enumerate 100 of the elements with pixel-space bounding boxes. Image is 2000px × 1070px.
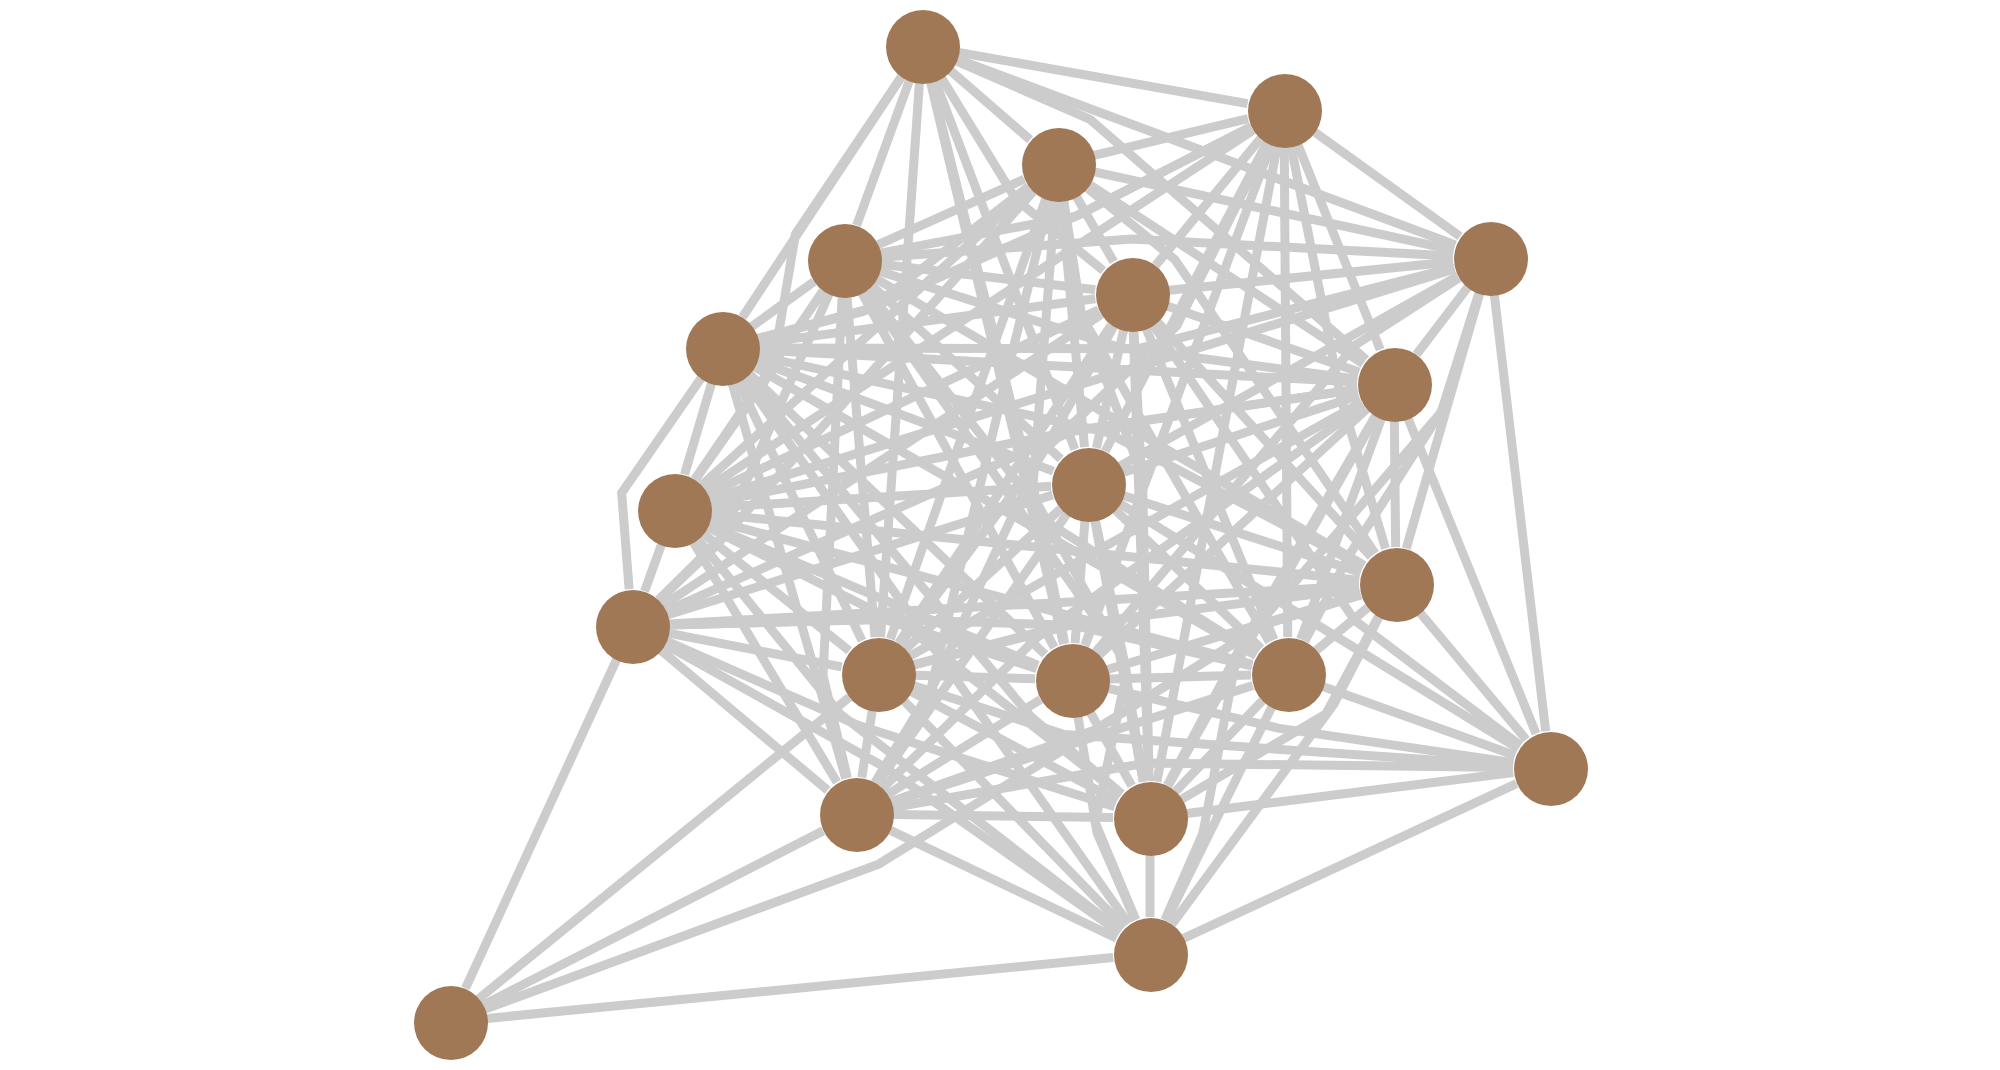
connector-line [1149, 322, 1524, 750]
connector-line [914, 670, 1036, 684]
connector-line [702, 126, 1256, 494]
connector-line [1489, 294, 1551, 732]
connector-line [879, 401, 1367, 792]
connector-line [1121, 391, 1361, 477]
connector-line [691, 288, 827, 482]
connector-line [486, 953, 1114, 1023]
connector-line [873, 511, 1071, 787]
connector-line [908, 687, 1120, 805]
connector-line [1389, 420, 1401, 548]
connector-line [1152, 145, 1282, 783]
connector-line [894, 322, 1116, 646]
connector-line [1056, 200, 1090, 448]
connector-line [1090, 519, 1140, 922]
connector-line [886, 197, 1050, 641]
connector-line [1152, 135, 1264, 269]
connector-line [689, 539, 841, 785]
connector-line [739, 375, 1133, 927]
connector-line [733, 379, 867, 643]
connector-line [1286, 145, 1390, 550]
connector-line [738, 74, 906, 320]
connector-line [657, 646, 831, 794]
connector-line [880, 234, 1454, 262]
connector-line [1086, 710, 1136, 788]
connector-line [617, 375, 705, 590]
connector-line [1091, 329, 1129, 449]
connector-line [1165, 301, 1361, 377]
connector-line [900, 697, 1128, 931]
connector-line [1093, 167, 1455, 255]
connector-line [1096, 405, 1370, 659]
connector-line [710, 481, 1052, 513]
connector-line [1028, 200, 1070, 645]
connector-line [937, 75, 1107, 275]
connector-line [727, 382, 851, 780]
connector-line [926, 80, 1068, 646]
connector-line [1141, 326, 1279, 642]
connector-line [908, 398, 1364, 660]
connector-line [1403, 416, 1541, 736]
connector-line [955, 54, 1457, 250]
connector-line [1070, 520, 1090, 644]
connector-line [876, 82, 924, 638]
connector-line [852, 79, 914, 227]
connector-line [1108, 670, 1252, 684]
connector-line [660, 310, 1104, 610]
connector-line [857, 709, 877, 779]
connector-line [818, 296, 852, 780]
connector-line [640, 543, 666, 593]
connector-line [875, 175, 1027, 249]
connector-line [1181, 779, 1519, 943]
connector-line [902, 505, 1064, 653]
connector-line [708, 264, 1456, 504]
connector-line [892, 810, 1114, 822]
connector-line [1168, 257, 1454, 295]
connector-line [480, 826, 826, 1010]
connector-line [1121, 491, 1363, 577]
connector-line [1279, 146, 1293, 638]
connector-line [1083, 183, 1379, 556]
connector-line [680, 382, 716, 476]
connector-line [666, 490, 1054, 620]
connector-line [1073, 715, 1140, 922]
connector-line [1145, 855, 1155, 917]
connector-line [857, 290, 1059, 650]
connector-line [1321, 682, 1517, 760]
connector-line [1080, 143, 1276, 647]
connector-line [664, 636, 1117, 812]
connector-line [947, 66, 1033, 144]
connector-line [842, 296, 880, 638]
connector-line [1117, 499, 1521, 753]
connector-line [667, 628, 843, 672]
connector-line [871, 324, 1118, 785]
connector-line [1313, 604, 1371, 654]
connector-line [1092, 114, 1250, 160]
connector-line [1172, 697, 1266, 795]
connector-line [1153, 318, 1375, 560]
connector-line [1111, 506, 1265, 652]
connector-line [461, 657, 621, 991]
connector-line [751, 362, 1259, 660]
connector-line [887, 825, 1119, 943]
connector-line [1072, 193, 1118, 265]
connector-line [700, 529, 852, 655]
connector-line [1186, 768, 1514, 818]
connector-line [745, 370, 1049, 658]
connector-line [1401, 292, 1485, 550]
connector-line [705, 305, 1101, 499]
connector-line [957, 48, 1249, 108]
connector-line [877, 266, 1358, 384]
connector-line [880, 259, 1096, 295]
connector-line [1118, 272, 1460, 470]
connector-line [868, 281, 1064, 463]
connector-line [758, 294, 1096, 348]
connector-line [1293, 142, 1385, 352]
connector-line [1416, 609, 1530, 743]
connector-line [930, 79, 1080, 451]
connector-line [1086, 180, 1366, 368]
connector-line [1311, 127, 1463, 241]
connector-line [1092, 274, 1462, 655]
connector-line [885, 695, 1043, 799]
connector-line [1296, 417, 1386, 641]
connector-line [755, 356, 1055, 476]
